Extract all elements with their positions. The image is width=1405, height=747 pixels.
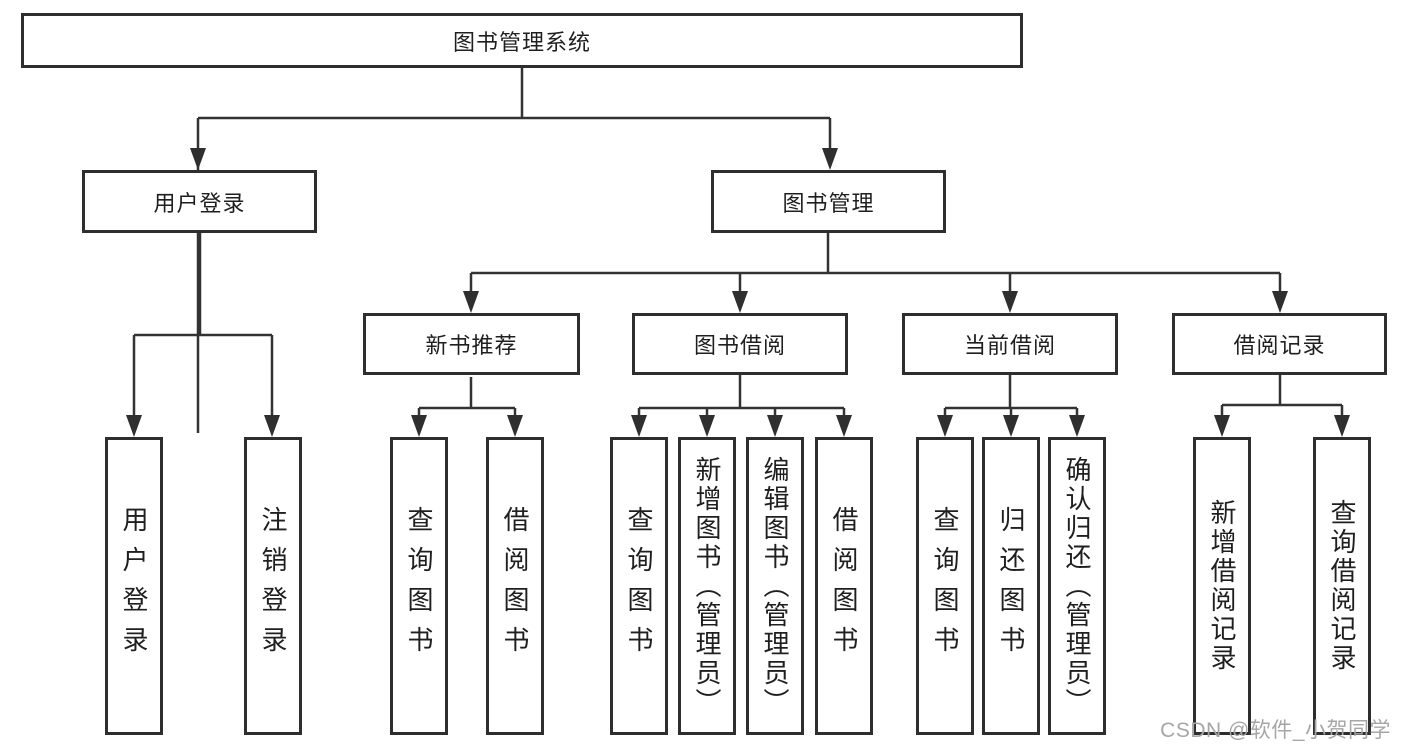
node-label: 用户登录 — [119, 506, 149, 666]
arrow-down-icon — [631, 415, 647, 437]
leaf-borrow-book-2: 借阅图书 — [815, 437, 873, 735]
node-label: 借阅图书 — [500, 506, 530, 666]
node-borrow-record: 借阅记录 — [1172, 313, 1387, 375]
arrow-down-icon — [1003, 415, 1019, 437]
leaf-edit-book-admin: 编辑图书（管理员） — [746, 437, 804, 735]
leaf-query-borrow-record: 查询借阅记录 — [1313, 437, 1371, 735]
connector-record-to-leaves — [1220, 375, 1344, 433]
node-label: 查询图书 — [930, 506, 960, 666]
arrow-down-icon — [264, 415, 280, 437]
arrow-down-icon — [463, 291, 479, 313]
node-label: 用户登录 — [153, 190, 246, 216]
arrow-down-icon — [1214, 415, 1230, 437]
csdn-watermark: CSDN @软件_小贺同学 — [1160, 719, 1391, 742]
node-label: 新增借阅记录 — [1207, 499, 1237, 673]
node-user-login: 用户登录 — [82, 170, 317, 233]
connector-root-to-level2 — [196, 68, 832, 433]
node-book-management: 图书管理 — [711, 170, 946, 233]
leaf-confirm-return-admin: 确认归还（管理员） — [1048, 437, 1106, 735]
leaf-add-borrow-record: 新增借阅记录 — [1193, 437, 1251, 735]
node-label: 借阅记录 — [1233, 333, 1326, 358]
connector-newbook-to-leaves — [417, 377, 517, 433]
arrow-down-icon — [767, 415, 783, 437]
node-book-borrow: 图书借阅 — [632, 313, 848, 375]
node-label: 归还图书 — [996, 506, 1026, 666]
leaf-query-book-3: 查询图书 — [916, 437, 974, 735]
arrow-down-icon — [1069, 415, 1085, 437]
arrow-down-icon — [732, 291, 748, 313]
node-current-borrow: 当前借阅 — [902, 313, 1118, 375]
node-label: 当前借阅 — [963, 333, 1056, 358]
arrow-down-icon — [937, 415, 953, 437]
arrow-down-icon — [1002, 291, 1018, 313]
node-label: 查询借阅记录 — [1327, 499, 1357, 673]
node-label: 图书借阅 — [693, 333, 786, 358]
arrow-down-icon — [507, 415, 523, 437]
arrow-down-icon — [699, 415, 715, 437]
node-label: 编辑图书（管理员） — [760, 455, 790, 717]
connector-borrow-to-leaves — [637, 375, 846, 433]
node-label: 注销登录 — [258, 506, 288, 666]
arrow-down-icon — [126, 415, 142, 437]
arrow-down-icon — [822, 148, 838, 170]
node-label: 查询图书 — [404, 506, 434, 666]
leaf-logout: 注销登录 — [244, 437, 302, 735]
node-label: 新书推荐 — [425, 333, 518, 358]
leaf-user-login: 用户登录 — [105, 437, 163, 735]
leaf-borrow-book-1: 借阅图书 — [486, 437, 544, 735]
arrow-down-icon — [1272, 291, 1288, 313]
arrowheads — [126, 148, 1350, 437]
connector-userlogin-to-leaves — [132, 233, 274, 433]
node-label: 确认归还（管理员） — [1062, 455, 1092, 717]
leaf-query-book-2: 查询图书 — [610, 437, 668, 735]
node-label: 图书管理系统 — [452, 29, 591, 55]
arrow-down-icon — [190, 148, 206, 170]
node-new-book-recommend: 新书推荐 — [363, 313, 580, 375]
arrow-down-icon — [836, 415, 852, 437]
arrow-down-icon — [1334, 415, 1350, 437]
connector-bookmgmt-to-level3 — [469, 233, 1282, 309]
arrow-down-icon — [411, 415, 427, 437]
leaf-query-book-1: 查询图书 — [390, 437, 448, 735]
leaf-add-book-admin: 新增图书（管理员） — [678, 437, 736, 735]
node-label: 图书管理 — [782, 190, 875, 216]
node-label: 新增图书（管理员） — [692, 455, 722, 717]
node-label: 借阅图书 — [829, 506, 859, 666]
leaf-return-book: 归还图书 — [982, 437, 1040, 735]
node-library-system: 图书管理系统 — [21, 13, 1023, 68]
node-label: 查询图书 — [624, 506, 654, 666]
